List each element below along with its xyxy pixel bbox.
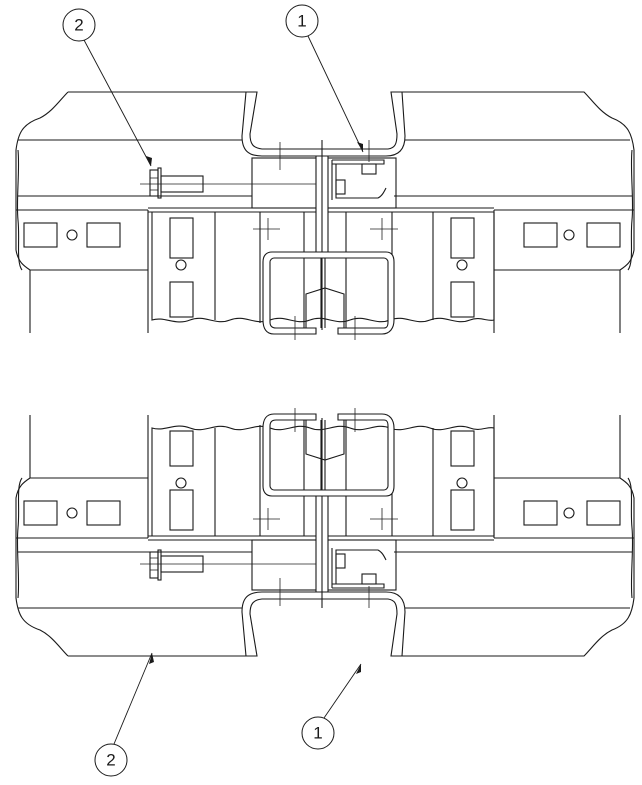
callout-upper-1: 1: [285, 4, 364, 153]
callout-bubble: [62, 8, 96, 42]
callout-number: 2: [74, 16, 83, 35]
callout-bubble: [94, 743, 128, 777]
callout-upper-2: 2: [62, 8, 152, 167]
upper-assembly-view: [15, 91, 635, 341]
callout-bubble: [301, 716, 335, 750]
callout-lower-1: 1: [301, 663, 362, 750]
callout-lower-2: 2: [94, 652, 154, 777]
callout-bubble: [285, 4, 319, 38]
callout-number: 1: [297, 12, 306, 31]
callout-number: 2: [106, 751, 115, 770]
callout-number: 1: [313, 724, 322, 743]
lower-assembly-view: [15, 407, 635, 657]
